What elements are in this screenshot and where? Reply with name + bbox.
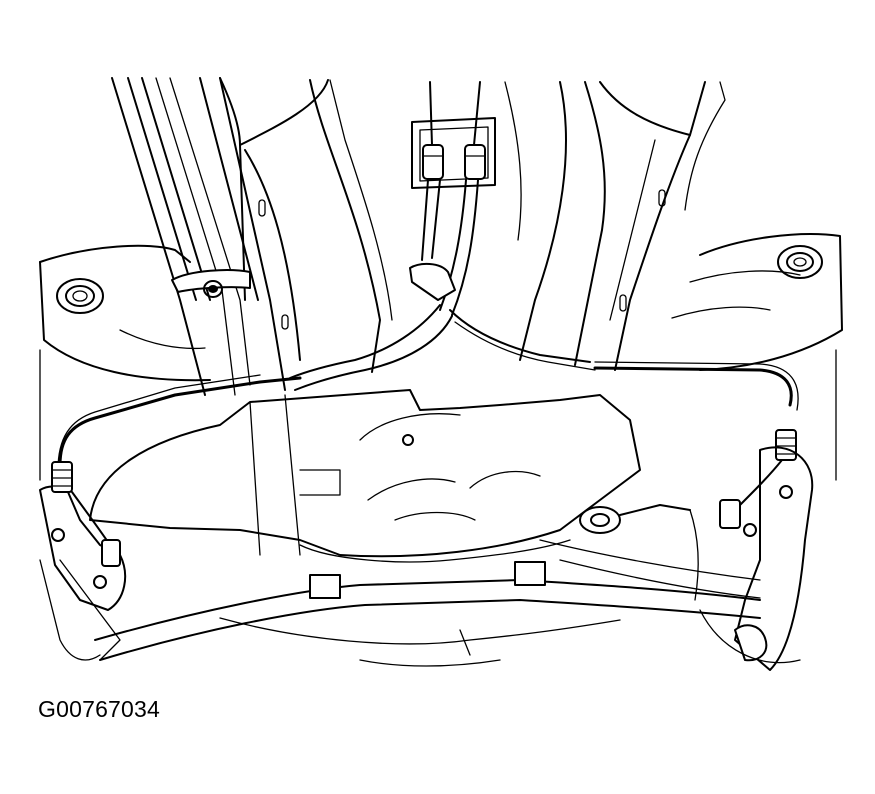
floor-grommet-right [777,245,823,279]
right-frame-rail [504,81,726,371]
floor-pan [39,233,843,481]
rear-axle-beam [59,539,761,667]
figure-caption-id: G00767034 [38,696,161,722]
brake-line-clip [171,269,251,298]
left-frame-rail [111,77,393,396]
fuel-tank [89,389,641,563]
parking-brake-bracket [411,81,496,189]
parking-brake-cable [289,179,596,391]
left-brake-assembly [39,461,127,661]
right-brake-assembly [699,429,814,671]
floor-grommet-left [56,278,104,314]
exhaust-hanger [579,504,699,601]
rear-brake-line [57,361,799,471]
